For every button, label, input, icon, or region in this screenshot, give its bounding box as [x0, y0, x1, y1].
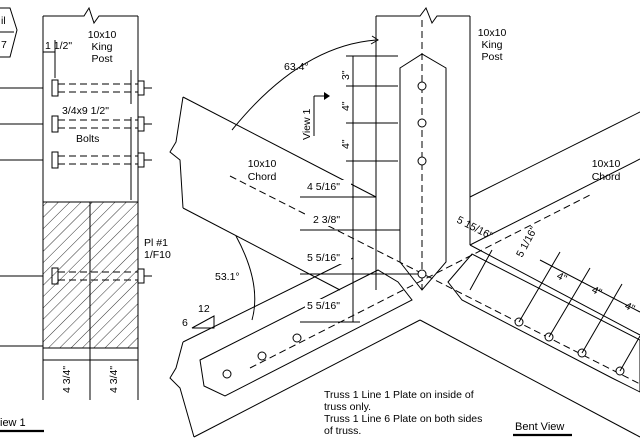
diagonal-dimension: 4" — [590, 284, 604, 299]
bolt-row — [51, 115, 152, 133]
note-line: Truss 1 Line 6 Plate on both sides — [324, 413, 482, 425]
view-1-marker: View 1 — [301, 92, 330, 140]
left-dimension: 4 5/16" — [307, 181, 340, 193]
post-label-line2: King — [91, 41, 112, 53]
view-1-drawing: 1 1/2" 10x10 King Post 3/4x9 1/2" Bolts … — [0, 6, 171, 433]
note-line: Truss 1 Line 1 Plate on inside of — [324, 389, 474, 401]
top-angle: 63.4° — [284, 61, 309, 73]
bolt-hole — [257, 351, 267, 361]
left-dimension: 2 3/8" — [313, 214, 340, 226]
note-line: of truss. — [324, 425, 361, 437]
bent-post-label-line2: King — [481, 39, 502, 51]
view-1-marker-label: View 1 — [301, 109, 313, 140]
slope-run: 6 — [182, 317, 188, 329]
bolt-hole — [417, 81, 427, 91]
detail-callout-line2: 7 — [1, 39, 7, 51]
bent-post-label-line1: 10x10 — [478, 27, 507, 39]
slope-indicator: 12 6 — [182, 303, 215, 329]
note-line: truss only. — [324, 401, 371, 413]
detail-callout-line1: il — [1, 15, 6, 27]
left-chord-label-line1: 10x10 — [248, 158, 277, 170]
post-label-line1: 10x10 — [88, 29, 117, 41]
post-label-line3: Post — [91, 53, 112, 65]
diagonal-dimension: 4" — [623, 300, 637, 315]
vertical-dimension: 4" — [340, 139, 352, 149]
bottom-angle: 53.1° — [215, 271, 240, 283]
bolts-label: Bolts — [76, 133, 99, 145]
bent-post-label-line3: Post — [481, 51, 502, 63]
left-chord-label-line2: Chord — [248, 171, 277, 183]
detail-callout: il 7 — [0, 7, 18, 58]
bolt-hole — [222, 369, 232, 379]
right-dimension: 5 1/16" — [514, 224, 540, 259]
right-dimension: 5 15/16" — [455, 214, 495, 242]
vertical-dimension: 3" — [340, 70, 352, 80]
slope-rise: 12 — [198, 303, 210, 315]
bolt-spec-label: 3/4x9 1/2" — [62, 105, 109, 117]
bolt-hole — [417, 156, 427, 166]
bottom-dimension-left: 4 3/4" — [61, 366, 73, 393]
bottom-dimension-right: 4 3/4" — [108, 366, 120, 393]
bolt-row — [51, 267, 152, 285]
vertical-dimension: 4" — [340, 101, 352, 111]
bolt-hole — [417, 269, 427, 279]
bolt-hole — [417, 118, 427, 128]
bolt-hole — [292, 333, 302, 343]
left-dimension: 5 5/16" — [307, 252, 340, 264]
bent-view-drawing: 3" 4" 4" 4 5/16" 2 3/8" 5 5/16" 5 5/16" … — [169, 6, 640, 438]
bolt-row — [51, 79, 152, 97]
plate-label-line1: Pl #1 — [144, 237, 168, 249]
right-chord-label-line1: 10x10 — [592, 158, 621, 170]
left-dimension: 5 5/16" — [307, 300, 340, 312]
bolt-row — [51, 151, 152, 169]
right-chord-label-line2: Chord — [592, 171, 621, 183]
bent-view-title: Bent View — [515, 421, 564, 433]
offset-dimension: 1 1/2" — [45, 40, 72, 52]
diagonal-dimension: 4" — [555, 270, 569, 285]
view-1-title: iew 1 — [0, 417, 26, 429]
plate-label-line2: 1/F10 — [144, 249, 171, 261]
